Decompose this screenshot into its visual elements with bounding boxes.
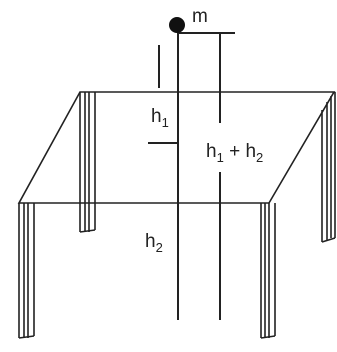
table-top	[17, 91, 336, 204]
table-leg-back-right	[321, 92, 336, 243]
h1-plus-h2-label: h1 + h2	[206, 141, 263, 165]
mass-ball	[169, 17, 185, 33]
table-leg-front-right	[260, 203, 276, 339]
h1-plus-h2-operator: +	[224, 141, 246, 162]
h1-plus-h2-base-b: h	[245, 141, 256, 162]
h2-label: h2	[145, 231, 163, 255]
h1-label: h1	[151, 106, 169, 130]
h1-label-sub: 1	[162, 115, 169, 130]
table-leg-back-left	[79, 92, 96, 233]
h2-label-base: h	[145, 231, 156, 252]
h1-label-base: h	[151, 106, 162, 127]
table-leg-front-left	[18, 203, 35, 339]
h1-plus-h2-base-a: h	[206, 141, 217, 162]
table	[17, 91, 336, 339]
measurement-lines	[148, 28, 235, 320]
h2-label-sub: 2	[156, 240, 163, 255]
h1-plus-h2-sub-a: 1	[217, 150, 224, 165]
h1-plus-h2-sub-b: 2	[256, 150, 263, 165]
mass-label: m	[192, 6, 208, 27]
